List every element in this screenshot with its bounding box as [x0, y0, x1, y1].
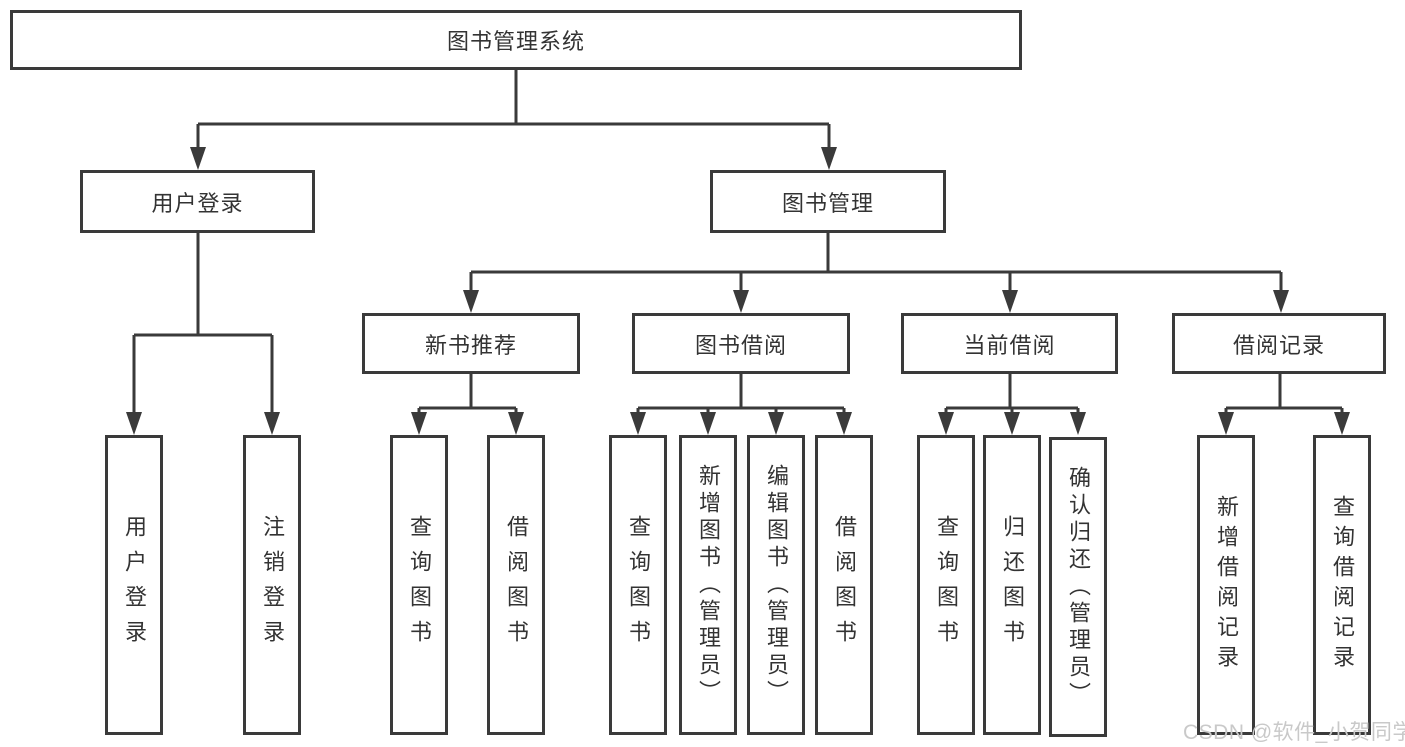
leaf-edit-books-label: 编辑图书（管理员） — [764, 463, 789, 707]
leaf-query-books-2: 查询图书 — [609, 435, 667, 735]
connector-root-to-level2 — [196, 70, 831, 150]
leaf-user-login: 用户登录 — [105, 435, 163, 735]
connector-book-borrow-to-leaves — [636, 374, 846, 416]
leaf-query-books-1: 查询图书 — [390, 435, 448, 735]
connector-current-borrow-to-leaves — [944, 374, 1080, 416]
leaf-confirm-return-label: 确认归还（管理员） — [1066, 465, 1091, 709]
leaf-borrow-books-2: 借阅图书 — [815, 435, 873, 735]
connector-user-login-to-leaves — [132, 233, 274, 414]
node-root-label: 图书管理系统 — [446, 29, 585, 54]
node-book-mgmt: 图书管理 — [710, 170, 946, 233]
leaf-query-books-3: 查询图书 — [917, 435, 975, 735]
leaf-query-books-3-label: 查询图书 — [934, 515, 959, 655]
node-borrow-records-label: 借阅记录 — [1232, 332, 1325, 358]
node-new-book-rec: 新书推荐 — [362, 313, 580, 374]
node-borrow-records: 借阅记录 — [1172, 313, 1386, 374]
leaf-query-books-2-label: 查询图书 — [626, 515, 651, 655]
leaf-return-books-label: 归还图书 — [1000, 515, 1025, 655]
leaf-borrow-books-2-label: 借阅图书 — [832, 515, 857, 655]
node-user-login-label: 用户登录 — [151, 190, 244, 216]
node-book-mgmt-label: 图书管理 — [781, 190, 874, 216]
leaf-logout: 注销登录 — [243, 435, 301, 735]
leaf-query-borrow-record: 查询借阅记录 — [1313, 435, 1371, 735]
leaf-add-borrow-record-label: 新增借阅记录 — [1214, 495, 1239, 675]
leaf-confirm-return: 确认归还（管理员） — [1049, 437, 1107, 737]
leaf-borrow-books-1: 借阅图书 — [487, 435, 545, 735]
csdn-watermark: CSDN @软件_小贺同学 — [1183, 721, 1405, 744]
node-current-borrow: 当前借阅 — [901, 313, 1118, 374]
leaf-user-login-label: 用户登录 — [122, 515, 147, 655]
leaf-query-borrow-record-label: 查询借阅记录 — [1330, 495, 1355, 675]
leaf-edit-books: 编辑图书（管理员） — [747, 435, 805, 735]
node-current-borrow-label: 当前借阅 — [963, 332, 1056, 358]
node-user-login: 用户登录 — [80, 170, 315, 233]
node-new-book-rec-label: 新书推荐 — [424, 332, 517, 358]
node-book-borrow-label: 图书借阅 — [694, 332, 787, 358]
leaf-borrow-books-1-label: 借阅图书 — [504, 515, 529, 655]
leaf-add-books: 新增图书（管理员） — [679, 435, 737, 735]
connector-new-book-rec-to-leaves — [417, 374, 518, 416]
node-root: 图书管理系统 — [10, 10, 1022, 70]
leaf-query-books-1-label: 查询图书 — [407, 515, 432, 655]
leaf-add-books-label: 新增图书（管理员） — [696, 463, 721, 707]
leaf-return-books: 归还图书 — [983, 435, 1041, 735]
node-book-borrow: 图书借阅 — [632, 313, 850, 374]
leaf-logout-label: 注销登录 — [260, 515, 285, 655]
connector-book-mgmt-to-level3 — [469, 233, 1283, 293]
connector-borrow-records-to-leaves — [1224, 374, 1344, 416]
leaf-add-borrow-record: 新增借阅记录 — [1197, 435, 1255, 735]
